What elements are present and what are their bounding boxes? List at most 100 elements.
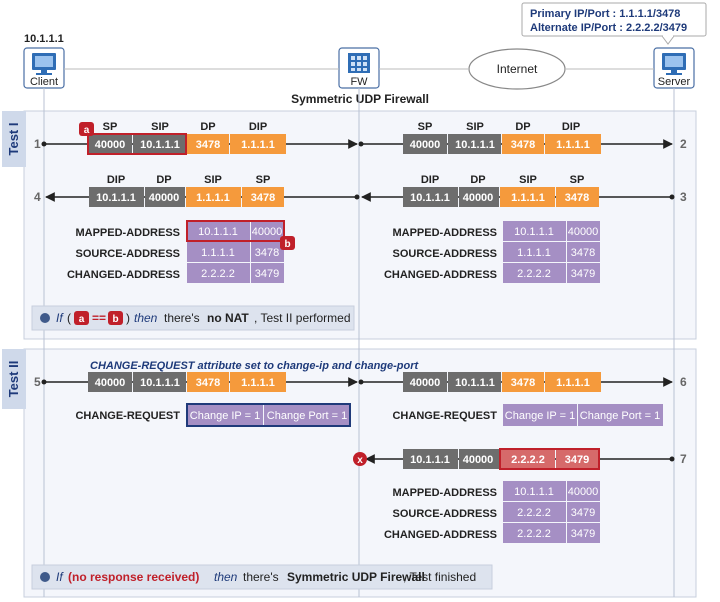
svg-text:40000: 40000 xyxy=(252,226,283,238)
svg-text:): ) xyxy=(126,311,130,325)
svg-text:If: If xyxy=(56,311,64,325)
svg-text:SP: SP xyxy=(570,174,585,186)
step-2-number: 2 xyxy=(680,137,687,151)
svg-text:3478: 3478 xyxy=(511,377,535,389)
svg-text:3479: 3479 xyxy=(571,268,595,280)
cell-sip: 10.1.1.1 xyxy=(140,139,180,151)
changed-address-label: CHANGED-ADDRESS xyxy=(67,269,180,281)
header-dp: DP xyxy=(200,121,215,133)
svg-text:3478: 3478 xyxy=(565,192,589,204)
svg-text:40000: 40000 xyxy=(463,454,494,466)
svg-text:40000: 40000 xyxy=(149,192,180,204)
svg-text:there's: there's xyxy=(243,570,279,584)
svg-text:10.1.1.1: 10.1.1.1 xyxy=(514,226,554,238)
svg-text:there's: there's xyxy=(164,311,200,325)
svg-text:Change Port = 1: Change Port = 1 xyxy=(267,410,347,422)
svg-text:Symmetric UDP Firewall: Symmetric UDP Firewall xyxy=(287,570,425,584)
monitor-icon xyxy=(662,53,686,75)
svg-text:Change IP = 1: Change IP = 1 xyxy=(505,410,575,422)
svg-text:, Test II performed: , Test II performed xyxy=(254,311,351,325)
marker-a xyxy=(79,122,94,136)
highlight-a xyxy=(87,133,187,155)
test2-tag-label: Test II xyxy=(6,361,21,398)
step-1-packet-right: SP SIP DP DIP 40000 10.1.1.1 3478 1.1.1.… xyxy=(403,121,601,154)
svg-text:(: ( xyxy=(67,311,71,325)
svg-text:(no response received): (no response received) xyxy=(68,570,199,584)
step-3-number: 3 xyxy=(680,190,687,204)
monitor-icon xyxy=(32,53,56,75)
svg-text:SIP: SIP xyxy=(204,174,222,186)
blocked-icon: x xyxy=(353,452,367,466)
step-5-packet-left: 40000 10.1.1.1 3478 1.1.1.1 xyxy=(88,372,286,392)
bullet-icon xyxy=(40,313,50,323)
step-5-packet-right: 40000 10.1.1.1 3478 1.1.1.1 xyxy=(403,372,601,392)
svg-text:2.2.2.2: 2.2.2.2 xyxy=(511,454,545,466)
alternate-address: Alternate IP/Port : 2.2.2.2/3479 xyxy=(530,22,687,34)
svg-text:a: a xyxy=(79,314,85,325)
step-5-number: 5 xyxy=(34,375,41,389)
svg-text:==: == xyxy=(92,311,106,325)
svg-text:3479: 3479 xyxy=(571,528,595,540)
svg-text:1.1.1.1: 1.1.1.1 xyxy=(241,377,275,389)
svg-text:40000: 40000 xyxy=(95,377,126,389)
svg-text:then: then xyxy=(214,570,238,584)
svg-text:DIP: DIP xyxy=(562,121,580,133)
test2-conclusion-note: If (no response received) then there's S… xyxy=(31,564,493,590)
svg-text:SP: SP xyxy=(256,174,271,186)
svg-text:DIP: DIP xyxy=(107,174,125,186)
svg-text:then: then xyxy=(134,311,158,325)
server-address-callout xyxy=(521,2,707,37)
svg-text:SOURCE-ADDRESS: SOURCE-ADDRESS xyxy=(392,508,497,520)
svg-text:2.2.2.2: 2.2.2.2 xyxy=(517,268,551,280)
svg-text:2.2.2.2: 2.2.2.2 xyxy=(517,528,551,540)
svg-text:1.1.1.1: 1.1.1.1 xyxy=(517,247,551,259)
svg-text:If: If xyxy=(56,570,64,584)
svg-text:DP: DP xyxy=(470,174,485,186)
test1-tag-label: Test I xyxy=(6,123,21,156)
highlight-b xyxy=(186,220,285,242)
firewall-icon xyxy=(348,53,370,73)
svg-text:CHANGED-ADDRESS: CHANGED-ADDRESS xyxy=(384,269,497,281)
svg-text:DP: DP xyxy=(515,121,530,133)
client-ip: 10.1.1.1 xyxy=(24,33,64,45)
step-1-packet-left: SP SIP DP DIP 40000 10.1.1.1 3478 1.1.1.… xyxy=(79,121,286,155)
svg-text:3478: 3478 xyxy=(196,377,220,389)
svg-text:DIP: DIP xyxy=(421,174,439,186)
svg-text:Change Port = 1: Change Port = 1 xyxy=(580,410,660,422)
svg-text:SOURCE-ADDRESS: SOURCE-ADDRESS xyxy=(392,248,497,260)
note-marker-a xyxy=(74,311,89,325)
marker-b xyxy=(280,236,295,250)
svg-text:SIP: SIP xyxy=(466,121,484,133)
step-3-packet: DIP DP SIP SP 10.1.1.1 40000 1.1.1.1 347… xyxy=(403,174,599,207)
client-node: 10.1.1.1 Client xyxy=(23,33,65,89)
test1-conclusion-note: If ( a == b ) then there's no NAT , Test… xyxy=(31,305,355,331)
svg-text:CHANGE-REQUEST: CHANGE-REQUEST xyxy=(392,410,497,422)
client-label: Client xyxy=(30,76,58,88)
cell-dip: 1.1.1.1 xyxy=(241,139,275,151)
svg-text:1.1.1.1: 1.1.1.1 xyxy=(511,192,545,204)
test2-tag xyxy=(2,349,26,409)
header-sp: SP xyxy=(103,121,118,133)
svg-text:10.1.1.1: 10.1.1.1 xyxy=(140,377,180,389)
change-request-highlight xyxy=(186,403,351,427)
change-request-left: CHANGE-REQUEST Change IP = 1 Change Port… xyxy=(75,403,351,427)
svg-text:CHANGED-ADDRESS: CHANGED-ADDRESS xyxy=(384,529,497,541)
svg-text:DP: DP xyxy=(156,174,171,186)
step-4-packet: DIP DP SIP SP 10.1.1.1 40000 1.1.1.1 347… xyxy=(89,174,284,207)
changed-source-highlight xyxy=(499,448,600,470)
internet-node: Internet xyxy=(468,48,566,90)
test1-attributes-right: MAPPED-ADDRESS SOURCE-ADDRESS CHANGED-AD… xyxy=(384,221,600,283)
step-7-packet: 10.1.1.1 40000 2.2.2.2 3479 xyxy=(403,448,600,470)
primary-address: Primary IP/Port : 1.1.1.1/3478 xyxy=(530,8,680,20)
svg-text:3479: 3479 xyxy=(571,507,595,519)
source-address-label: SOURCE-ADDRESS xyxy=(75,248,180,260)
change-request-label: CHANGE-REQUEST xyxy=(75,410,180,422)
svg-text:3479: 3479 xyxy=(565,454,589,466)
svg-text:10.1.1.1: 10.1.1.1 xyxy=(514,486,554,498)
svg-text:10.1.1.1: 10.1.1.1 xyxy=(96,192,136,204)
internet-label: Internet xyxy=(497,62,538,76)
server-node: Primary IP/Port : 1.1.1.1/3478 Alternate… xyxy=(521,2,707,89)
bullet-icon xyxy=(40,572,50,582)
header-sip: SIP xyxy=(151,121,169,133)
